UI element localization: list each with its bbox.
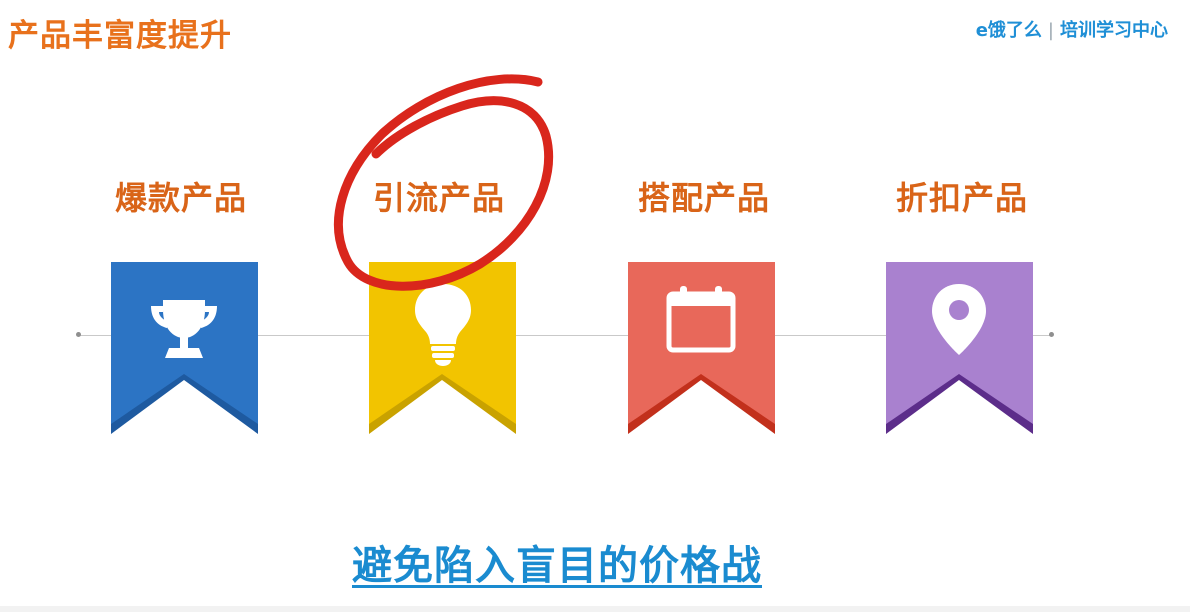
category-label-traffic: 引流产品	[373, 179, 506, 217]
banner-traffic	[369, 262, 516, 434]
brand-subtitle: 培训学习中心	[1060, 20, 1168, 41]
calendar-icon	[666, 286, 736, 353]
logo-separator: |	[1047, 20, 1054, 41]
timeline-dot-right	[1049, 332, 1054, 337]
brand-logo: e饿了么| 培训学习中心	[976, 16, 1168, 42]
trophy-icon	[151, 300, 217, 358]
banner-hot	[111, 262, 258, 434]
timeline-line	[78, 335, 1052, 336]
category-label-discount: 折扣产品	[896, 179, 1029, 217]
brand-name: e饿了么	[975, 20, 1042, 41]
timeline-dot-left	[76, 332, 81, 337]
map-pin-icon	[932, 284, 986, 355]
banner-discount	[886, 262, 1033, 434]
bottom-bar	[0, 606, 1190, 612]
lightbulb-icon	[415, 284, 471, 366]
category-label-combo: 搭配产品	[638, 179, 771, 217]
category-label-hot: 爆款产品	[115, 179, 248, 217]
slide-title: 产品丰富度提升	[8, 18, 232, 54]
banner-combo	[628, 262, 775, 434]
slogan-link[interactable]: 避免陷入盲目的价格战	[352, 543, 762, 589]
